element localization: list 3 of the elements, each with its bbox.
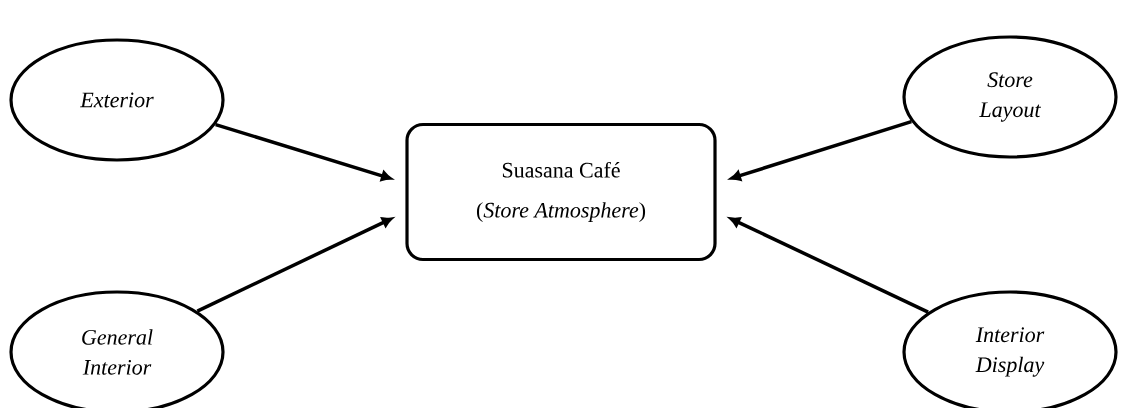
rounded-box: Suasana Café (Store Atmosphere) <box>405 122 717 262</box>
arrow <box>196 217 393 313</box>
arrow <box>729 217 929 314</box>
